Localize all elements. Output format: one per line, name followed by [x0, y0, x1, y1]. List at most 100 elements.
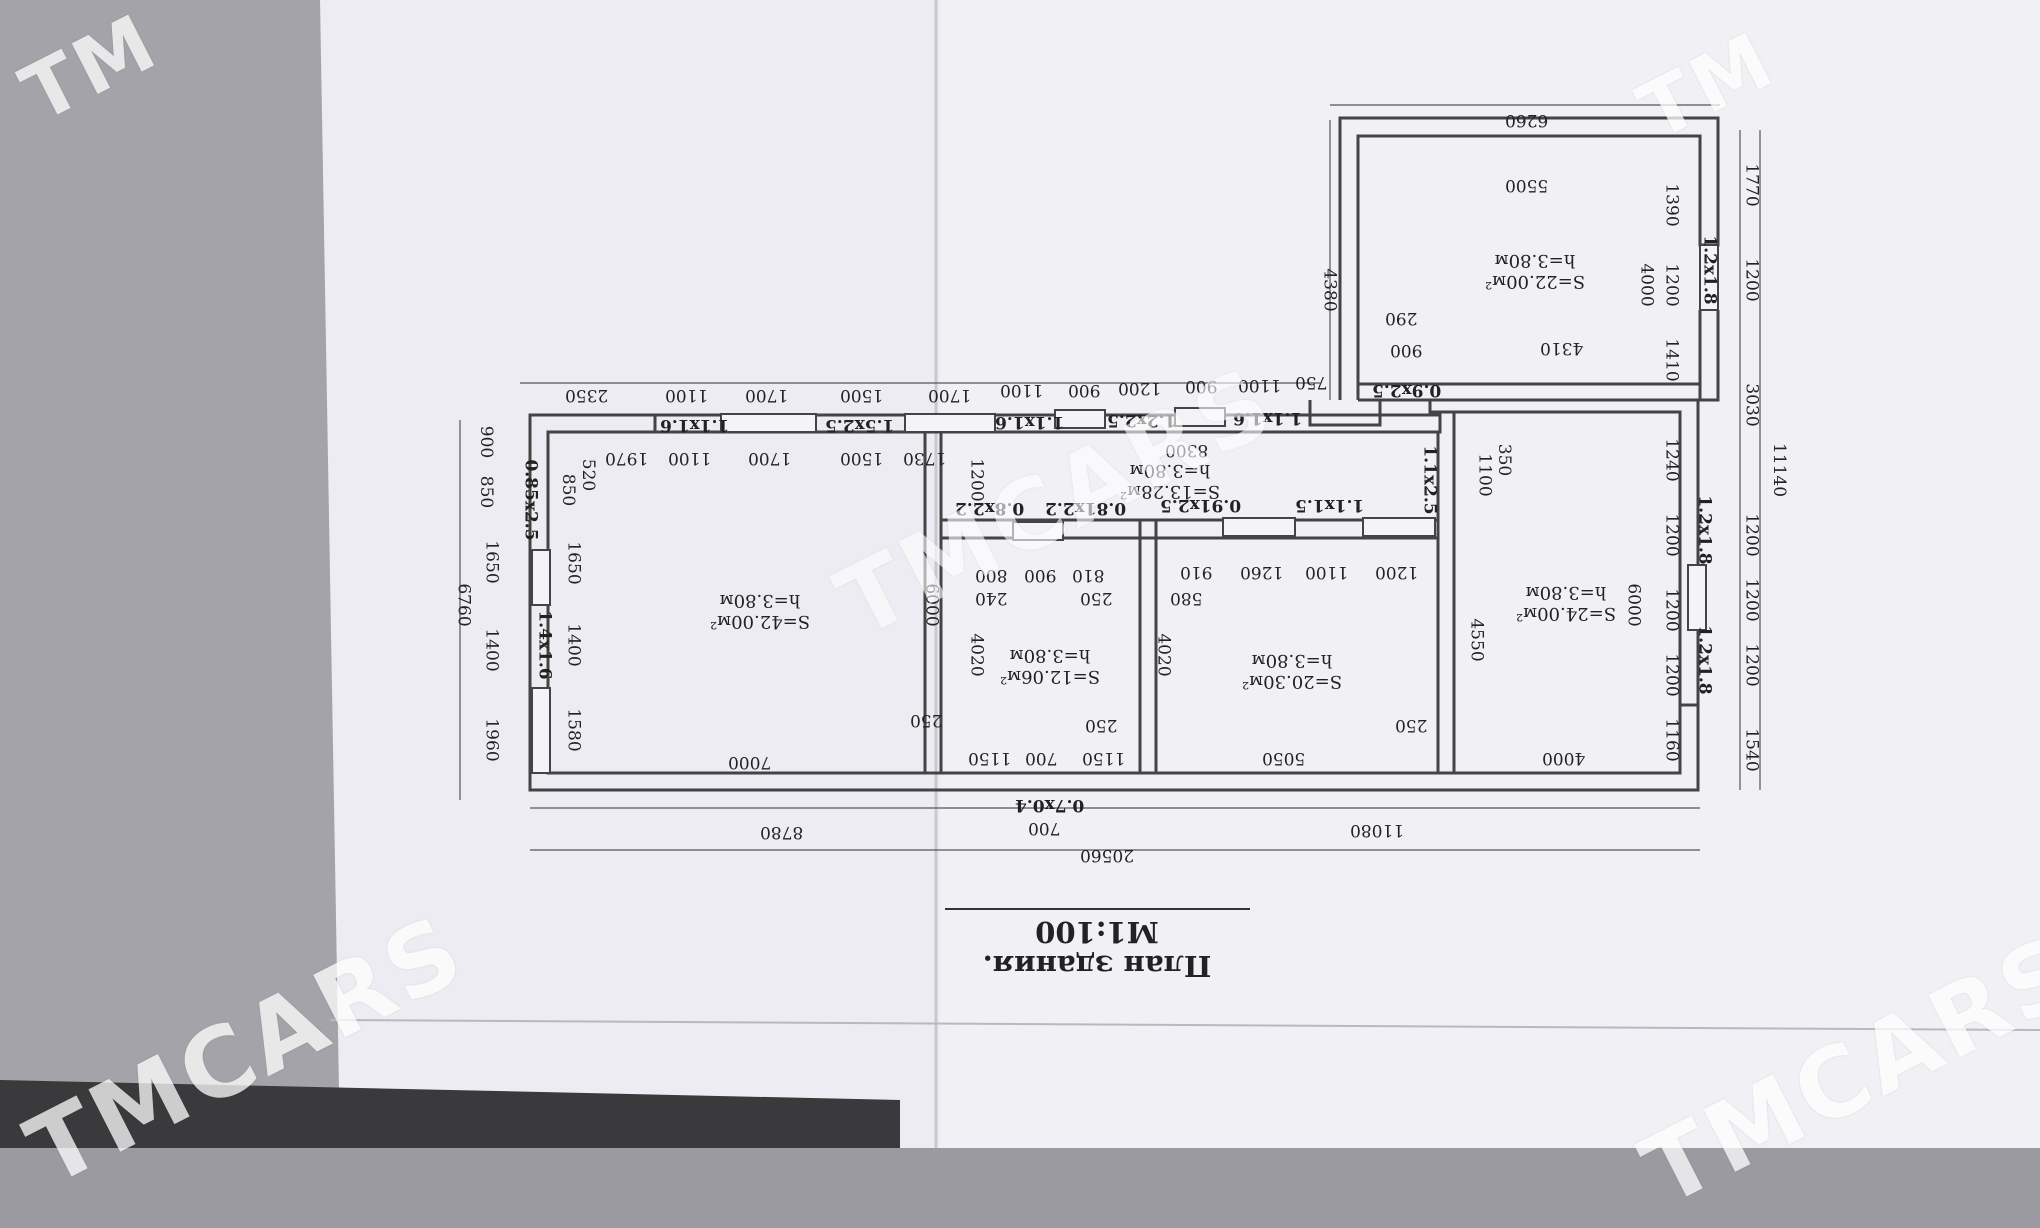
dim-label: 910: [1180, 562, 1213, 582]
dimension-lines: [459, 104, 1761, 851]
opening-label: 1.1x1.6: [995, 412, 1065, 432]
dim-label: 1200: [1661, 588, 1682, 632]
dim-label: 5500: [1505, 175, 1549, 195]
dim-label: 1970: [605, 448, 649, 468]
dim-label: 4380: [1319, 268, 1340, 312]
dim-label: 1410: [1661, 338, 1682, 382]
dim-label: 1150: [968, 748, 1012, 768]
dim-label: 1540: [1741, 728, 1762, 772]
dim-label: 900: [1068, 380, 1101, 400]
opening-label: 0.85x2.5: [520, 459, 541, 541]
dim-label: 1100: [1474, 453, 1495, 497]
dim-label: 1200: [1741, 578, 1762, 622]
dim-label: 750: [1295, 372, 1328, 392]
dim-label: 1200: [1741, 643, 1762, 687]
dim-label: 850: [476, 475, 497, 509]
dim-label: 700: [1028, 818, 1061, 838]
dim-label: 4550: [1466, 618, 1487, 662]
dim-label: 2350: [565, 385, 609, 405]
dim-label: 900: [476, 425, 497, 459]
dim-label: 1100: [665, 385, 709, 405]
dim-label: 1260: [1240, 562, 1284, 582]
dim-label: 8780: [760, 822, 804, 842]
dim-label: 1400: [481, 628, 502, 672]
dim-label: 1200: [1741, 513, 1762, 557]
dim-label: 11080: [1350, 820, 1405, 840]
dim-label: 1100: [668, 448, 712, 468]
watermark-main: TMCARS: [1625, 913, 2040, 1228]
paper-right-sheet: [940, 0, 2040, 1148]
dim-label: 1160: [1661, 718, 1682, 762]
opening-label: 1.1x2.5: [1419, 445, 1440, 515]
dim-label: 1200: [1375, 562, 1419, 582]
dim-label: 1700: [928, 385, 972, 405]
dim-label: 1730: [903, 448, 947, 468]
opening-label: 1.2x1.8: [1694, 625, 1715, 695]
dim-label: 1700: [748, 448, 792, 468]
dim-label: 700: [1025, 748, 1058, 768]
dim-label: 810: [1072, 565, 1105, 585]
dim-label: 250: [1080, 588, 1113, 608]
paper-left-sheet: [320, 0, 940, 1148]
dim-label: 3030: [1741, 383, 1762, 427]
dim-label: 350: [1494, 443, 1515, 477]
dim-label: 1650: [563, 541, 584, 585]
dim-label: 250: [1395, 715, 1428, 735]
dim-label: 580: [1170, 588, 1203, 608]
dim-label: 900: [1390, 340, 1423, 360]
opening-label: 0.9x2.5: [1372, 380, 1442, 400]
opening-label: 1.2x1.8: [1694, 495, 1715, 565]
watermark-main: TMCARS: [10, 893, 483, 1208]
dim-label: 1500: [840, 385, 884, 405]
dim-label: 1240: [1661, 438, 1682, 482]
dim-label: 1200: [1741, 258, 1762, 302]
dim-label: 1580: [563, 708, 584, 752]
dim-label: 1500: [840, 448, 884, 468]
openings: [531, 244, 1719, 774]
dim-label: 250: [910, 710, 943, 730]
dim-label: 1150: [1082, 748, 1126, 768]
dim-label: 7000: [728, 752, 772, 772]
opening-label: 1.2x1.8: [1699, 235, 1720, 305]
dim-label: 6000: [1623, 583, 1644, 627]
dim-label: 250: [1085, 715, 1118, 735]
opening-label: 1.1x1.6: [660, 415, 730, 435]
dim-label: 1200: [1661, 263, 1682, 307]
opening-label: 1.1x1.5: [1295, 495, 1365, 515]
dim-label: 1700: [745, 385, 789, 405]
dim-label: 520: [578, 458, 599, 492]
dim-label: 1100: [1305, 562, 1349, 582]
dim-label: 850: [558, 473, 579, 507]
drawing-title: План здания. М1:100: [982, 915, 1212, 983]
watermark-corner: TM: [1625, 14, 1790, 159]
dim-label: 290: [1385, 308, 1418, 328]
dim-label: 1770: [1741, 163, 1762, 207]
dim-label: 4020: [1153, 633, 1174, 677]
dim-label: 1960: [481, 718, 502, 762]
dim-label: 11140: [1769, 442, 1790, 498]
dim-label: 6260: [1505, 110, 1549, 130]
dim-label: 1400: [563, 623, 584, 667]
dim-label: 5050: [1262, 748, 1306, 768]
opening-label: 0.7x0.4: [1015, 795, 1085, 815]
dim-label: 20560: [1080, 845, 1135, 865]
dim-label: 4310: [1540, 338, 1584, 358]
dim-label: 4000: [1636, 263, 1657, 307]
opening-label: 1.4x1.6: [534, 610, 555, 680]
dim-label: 1390: [1661, 183, 1682, 227]
dim-label: 1200: [1661, 513, 1682, 557]
dim-label: 6760: [453, 583, 474, 627]
dim-label: 1100: [1000, 380, 1044, 400]
opening-label: 1.5x2.5: [825, 415, 895, 435]
dim-label: 4020: [966, 633, 987, 677]
dim-label: 1650: [481, 540, 502, 584]
watermark-corner: TM: [8, 0, 173, 141]
dim-label: 1200: [1661, 653, 1682, 697]
dim-label: 4000: [1542, 748, 1586, 768]
